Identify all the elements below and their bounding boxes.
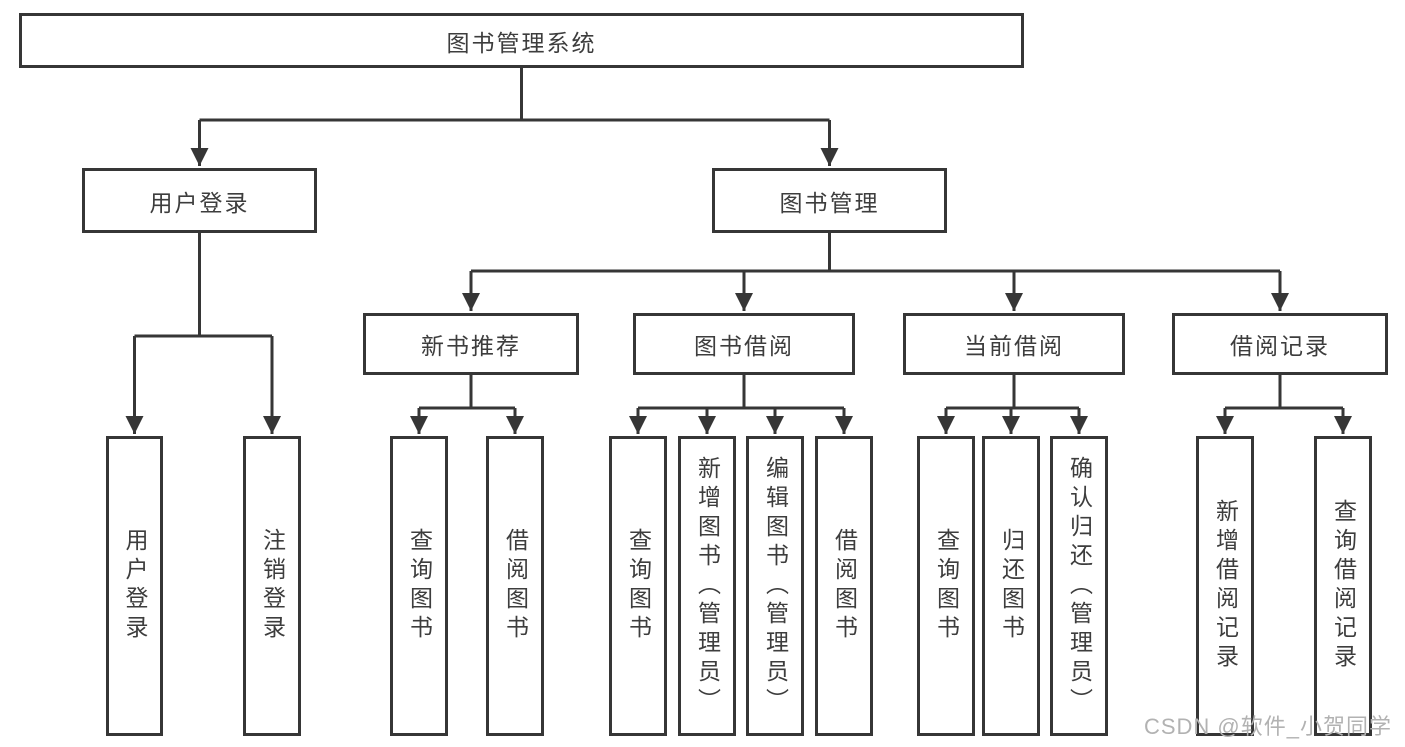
leaf-edit-books-admin: 编辑图书（管理员） <box>746 436 804 736</box>
leaf-query-books-recommend: 查询图书 <box>390 436 448 736</box>
leaf-return-books: 归还图书 <box>982 436 1040 736</box>
leaf-borrow-books: 借阅图书 <box>815 436 873 736</box>
leaf-query-borrow-record: 查询借阅记录 <box>1314 436 1372 736</box>
leaf-user-login: 用户登录 <box>106 436 163 736</box>
node-library-management-system: 图书管理系统 <box>19 13 1024 68</box>
leaf-query-books-borrow: 查询图书 <box>609 436 667 736</box>
leaf-query-books-current: 查询图书 <box>917 436 975 736</box>
leaf-confirm-return-admin: 确认归还（管理员） <box>1050 436 1108 736</box>
leaf-borrow-books-recommend: 借阅图书 <box>486 436 544 736</box>
leaf-add-borrow-record: 新增借阅记录 <box>1196 436 1254 736</box>
leaf-logout: 注销登录 <box>243 436 301 736</box>
node-current-borrow: 当前借阅 <box>903 313 1125 375</box>
node-book-management: 图书管理 <box>712 168 947 233</box>
node-borrow-records: 借阅记录 <box>1172 313 1388 375</box>
csdn-watermark: CSDN @软件_小贺同学 <box>1143 714 1392 739</box>
node-book-borrow: 图书借阅 <box>633 313 855 375</box>
node-user-login: 用户登录 <box>82 168 317 233</box>
node-new-book-recommend: 新书推荐 <box>363 313 579 375</box>
leaf-add-books-admin: 新增图书（管理员） <box>678 436 736 736</box>
